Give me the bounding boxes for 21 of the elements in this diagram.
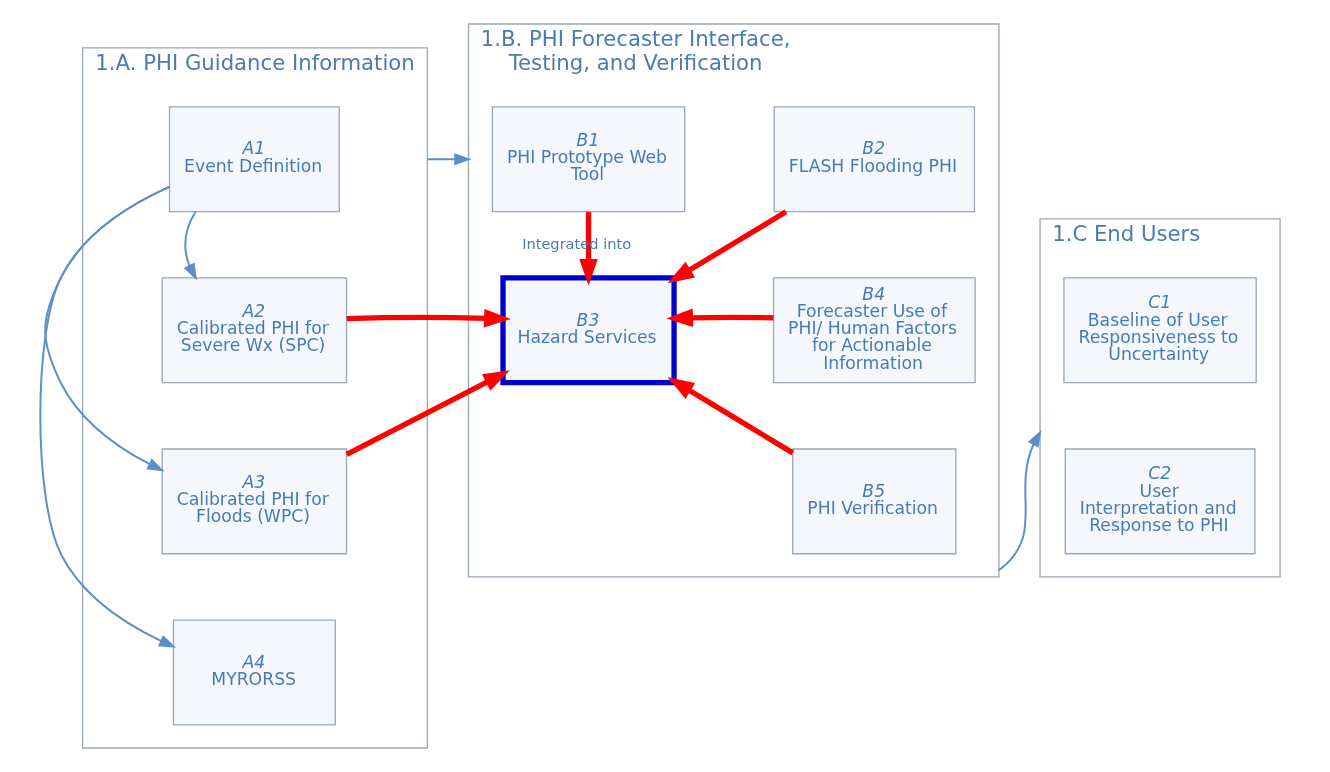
- arrow: [667, 209, 787, 284]
- node-box: A4 MYRORSS: [172, 619, 336, 726]
- node-box: B3 Hazard Services: [499, 275, 677, 386]
- arrow: [665, 308, 773, 328]
- arrow: [183, 211, 197, 281]
- node-box: B4 Forecaster Use of PHI/ Human Factors for Actionable Information: [772, 277, 976, 384]
- node-box: A3 Calibrated PHI for Floods (WPC): [161, 448, 347, 555]
- arrow: [667, 377, 794, 456]
- arrow: [425, 153, 472, 166]
- node-box: C2 User Interpretation and Response to PHI: [1064, 448, 1256, 555]
- arrow: [346, 308, 511, 328]
- node-box: B5 PHI Verification: [791, 448, 957, 555]
- arrow: [345, 370, 510, 457]
- arrow: [38, 185, 176, 648]
- node-box: B2 FLASH Flooding PHI: [773, 106, 975, 213]
- arrow: [578, 212, 598, 286]
- node-box: A2 Calibrated PHI for Severe Wx (SPC): [161, 277, 347, 384]
- node-box: C1 Baseline of User Responsiveness to Uncertainty: [1062, 277, 1257, 384]
- node-box: A1 Event Definition: [168, 106, 340, 213]
- arrow: [997, 429, 1042, 572]
- node-box: B1 PHI Prototype Web Tool: [491, 106, 685, 213]
